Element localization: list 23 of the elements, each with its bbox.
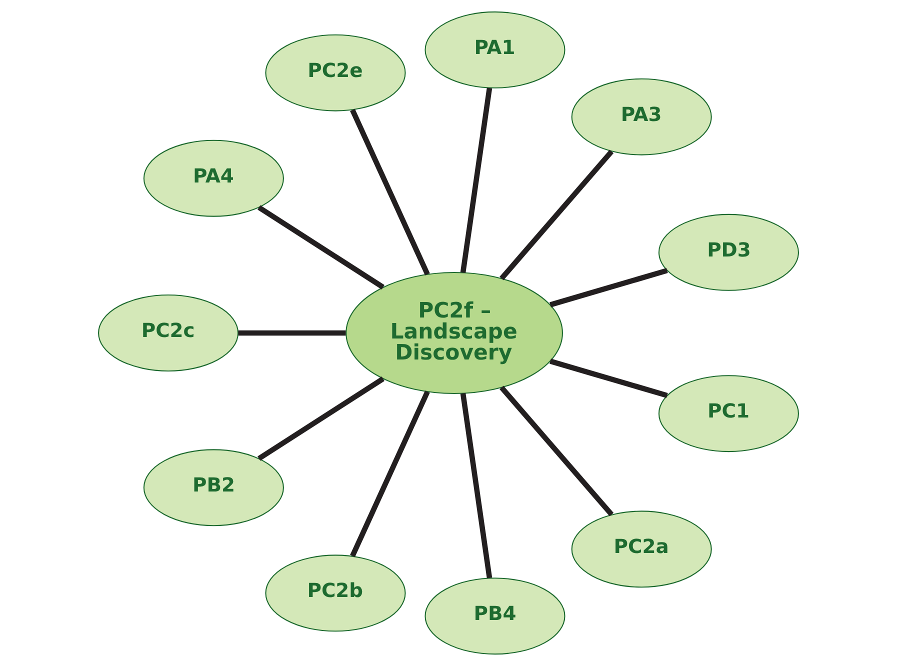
connector xyxy=(500,386,614,516)
node-ellipse: PC2f – Landscape Discovery xyxy=(346,272,563,394)
node-ellipse: PC2a xyxy=(571,510,712,588)
node-ellipse: PC1 xyxy=(658,375,799,452)
node-ellipse: PC2e xyxy=(265,34,406,112)
connector xyxy=(258,376,385,461)
node-ellipse: PC2b xyxy=(265,554,406,632)
node-ellipse: PA3 xyxy=(571,78,712,156)
node-ellipse: PB2 xyxy=(143,449,284,526)
connector xyxy=(350,390,430,558)
connector xyxy=(350,108,430,276)
connector xyxy=(460,393,492,578)
node-ellipse: PA4 xyxy=(143,140,284,217)
connector xyxy=(238,330,346,336)
node-ellipse: PA1 xyxy=(424,11,566,88)
connector xyxy=(550,358,668,398)
node-ellipse: PB4 xyxy=(424,578,566,655)
connector xyxy=(500,150,614,280)
connector xyxy=(258,205,385,290)
connector xyxy=(550,268,668,308)
node-ellipse: PC2c xyxy=(98,294,239,372)
connector xyxy=(460,88,492,273)
node-ellipse: PD3 xyxy=(658,214,799,291)
